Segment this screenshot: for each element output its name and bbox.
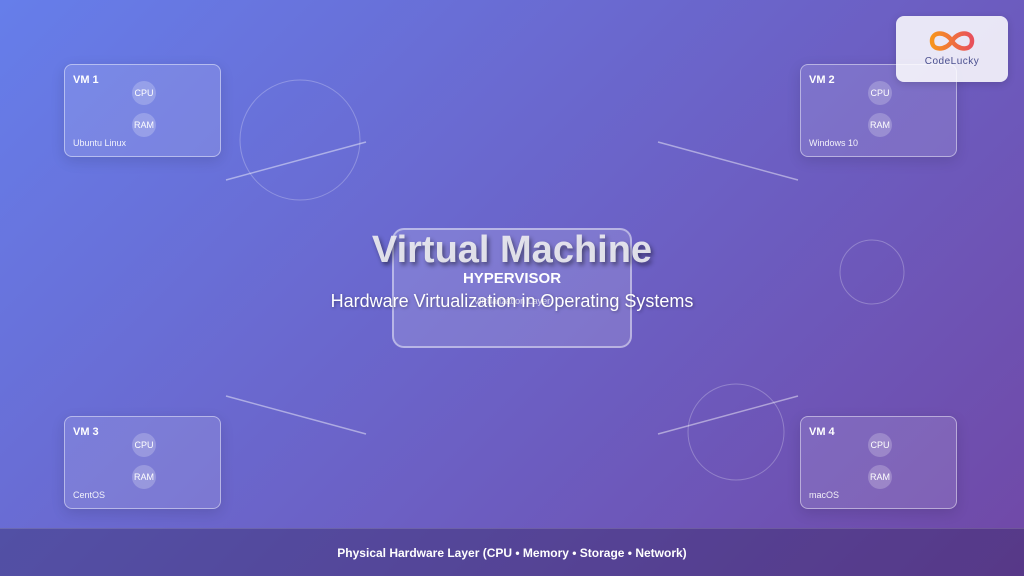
deco-circle-1: [239, 79, 361, 201]
vm-box-1: VM 1 CPU RAM Ubuntu Linux: [64, 64, 221, 157]
cpu-badge: CPU: [132, 81, 156, 105]
vm-title: VM 2: [809, 74, 835, 86]
page-subtitle: Hardware Virtualization in Operating Sys…: [330, 291, 694, 311]
vm-box-4: VM 4 CPU RAM macOS: [800, 416, 957, 509]
cpu-badge: CPU: [868, 433, 892, 457]
page-title: Virtual Machine: [371, 229, 653, 271]
hardware-layer-label: Physical Hardware Layer (CPU • Memory • …: [337, 545, 687, 560]
connector-vm4: [657, 395, 799, 435]
ram-badge: RAM: [868, 465, 892, 489]
cpu-badge: CPU: [132, 433, 156, 457]
vm-os-label: Ubuntu Linux: [73, 138, 127, 148]
ram-badge: RAM: [868, 113, 892, 137]
ram-badge: RAM: [132, 465, 156, 489]
vm-title: VM 1: [73, 74, 99, 86]
connector-vm3: [225, 395, 367, 435]
hardware-layer-bar: Physical Hardware Layer (CPU • Memory • …: [0, 528, 1024, 576]
vm-os-label: CentOS: [73, 490, 106, 500]
vm-title: VM 4: [809, 426, 835, 438]
infinity-logo-icon: [929, 31, 975, 51]
vm-box-3: VM 3 CPU RAM CentOS: [64, 416, 221, 509]
deco-circle-3: [687, 383, 785, 481]
ram-badge: RAM: [132, 113, 156, 137]
connector-vm2: [657, 141, 799, 181]
connector-vm1: [225, 141, 367, 181]
logo-text: CodeLucky: [924, 56, 980, 67]
logo[interactable]: CodeLucky: [896, 16, 1008, 82]
hypervisor-box: HYPERVISOR Virtualization Layer: [392, 228, 632, 348]
vm-os-label: Windows 10: [809, 138, 859, 148]
cpu-badge: CPU: [868, 81, 892, 105]
vm-title: VM 3: [73, 426, 99, 438]
vm-os-label: macOS: [809, 490, 840, 500]
hypervisor-label: HYPERVISOR: [462, 270, 562, 287]
hypervisor-sublabel: Virtualization Layer: [473, 296, 551, 306]
